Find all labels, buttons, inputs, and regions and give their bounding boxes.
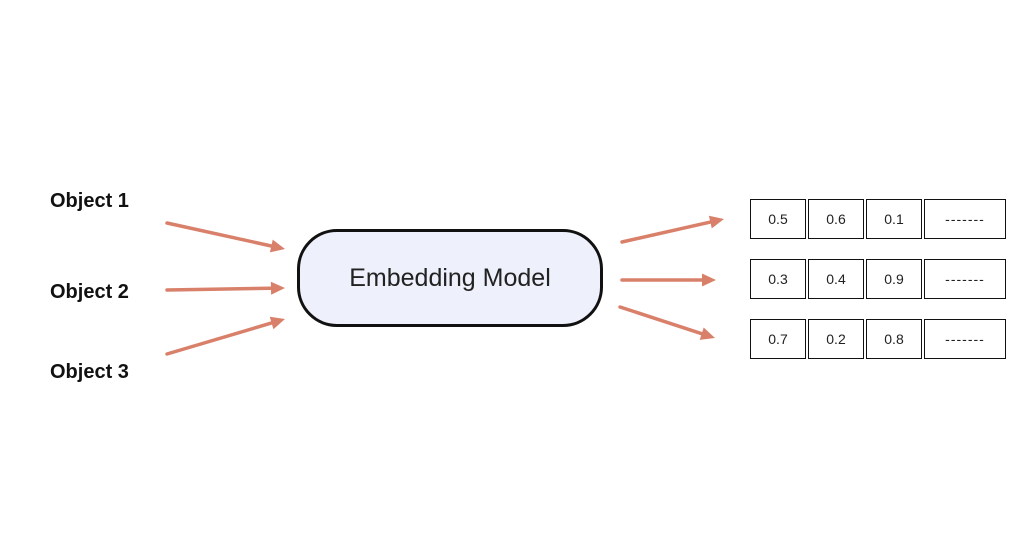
input-object-3: Object 3 [50,361,129,383]
input-object-2: Object 2 [50,281,129,303]
vector-cell: 0.7 [750,319,806,359]
arrow-model-to-vector-1 [620,215,724,244]
embedding-model-label: Embedding Model [349,263,551,292]
vector-cell: 0.1 [866,199,922,239]
arrow-object-3-to-model [165,316,285,356]
vector-ellipsis-cell: ------- [924,319,1006,359]
vector-cell: 0.3 [750,259,806,299]
embedding-model-box: Embedding Model [297,229,603,327]
arrow-object-1-to-model [165,221,285,253]
input-object-1: Object 1 [50,190,129,212]
arrow-model-to-vector-3 [618,305,715,340]
vector-row-1: 0.5 0.6 0.1 ------- [750,199,1006,239]
vector-cell: 0.9 [866,259,922,299]
arrow-object-2-to-model [165,281,285,295]
vector-row-3: 0.7 0.2 0.8 ------- [750,319,1006,359]
vector-ellipsis-cell: ------- [924,199,1006,239]
vector-cell: 0.6 [808,199,864,239]
vector-cell: 0.4 [808,259,864,299]
arrow-model-to-vector-2 [620,273,716,287]
vector-cell: 0.8 [866,319,922,359]
vector-cell: 0.2 [808,319,864,359]
vector-ellipsis-cell: ------- [924,259,1006,299]
vector-cell: 0.5 [750,199,806,239]
vector-row-2: 0.3 0.4 0.9 ------- [750,259,1006,299]
